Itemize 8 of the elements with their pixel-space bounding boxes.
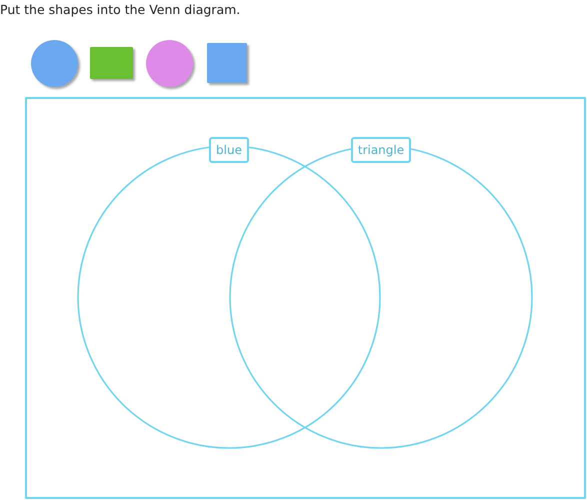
square-token — [207, 43, 247, 83]
instruction-text: Put the shapes into the Venn diagram. — [0, 1, 240, 19]
set-label: triangle — [350, 137, 412, 163]
circle-token — [146, 40, 193, 87]
rectangle-token — [90, 47, 133, 79]
circle-token — [31, 40, 78, 87]
venn-frame — [25, 97, 586, 499]
set-label: blue — [209, 137, 249, 163]
